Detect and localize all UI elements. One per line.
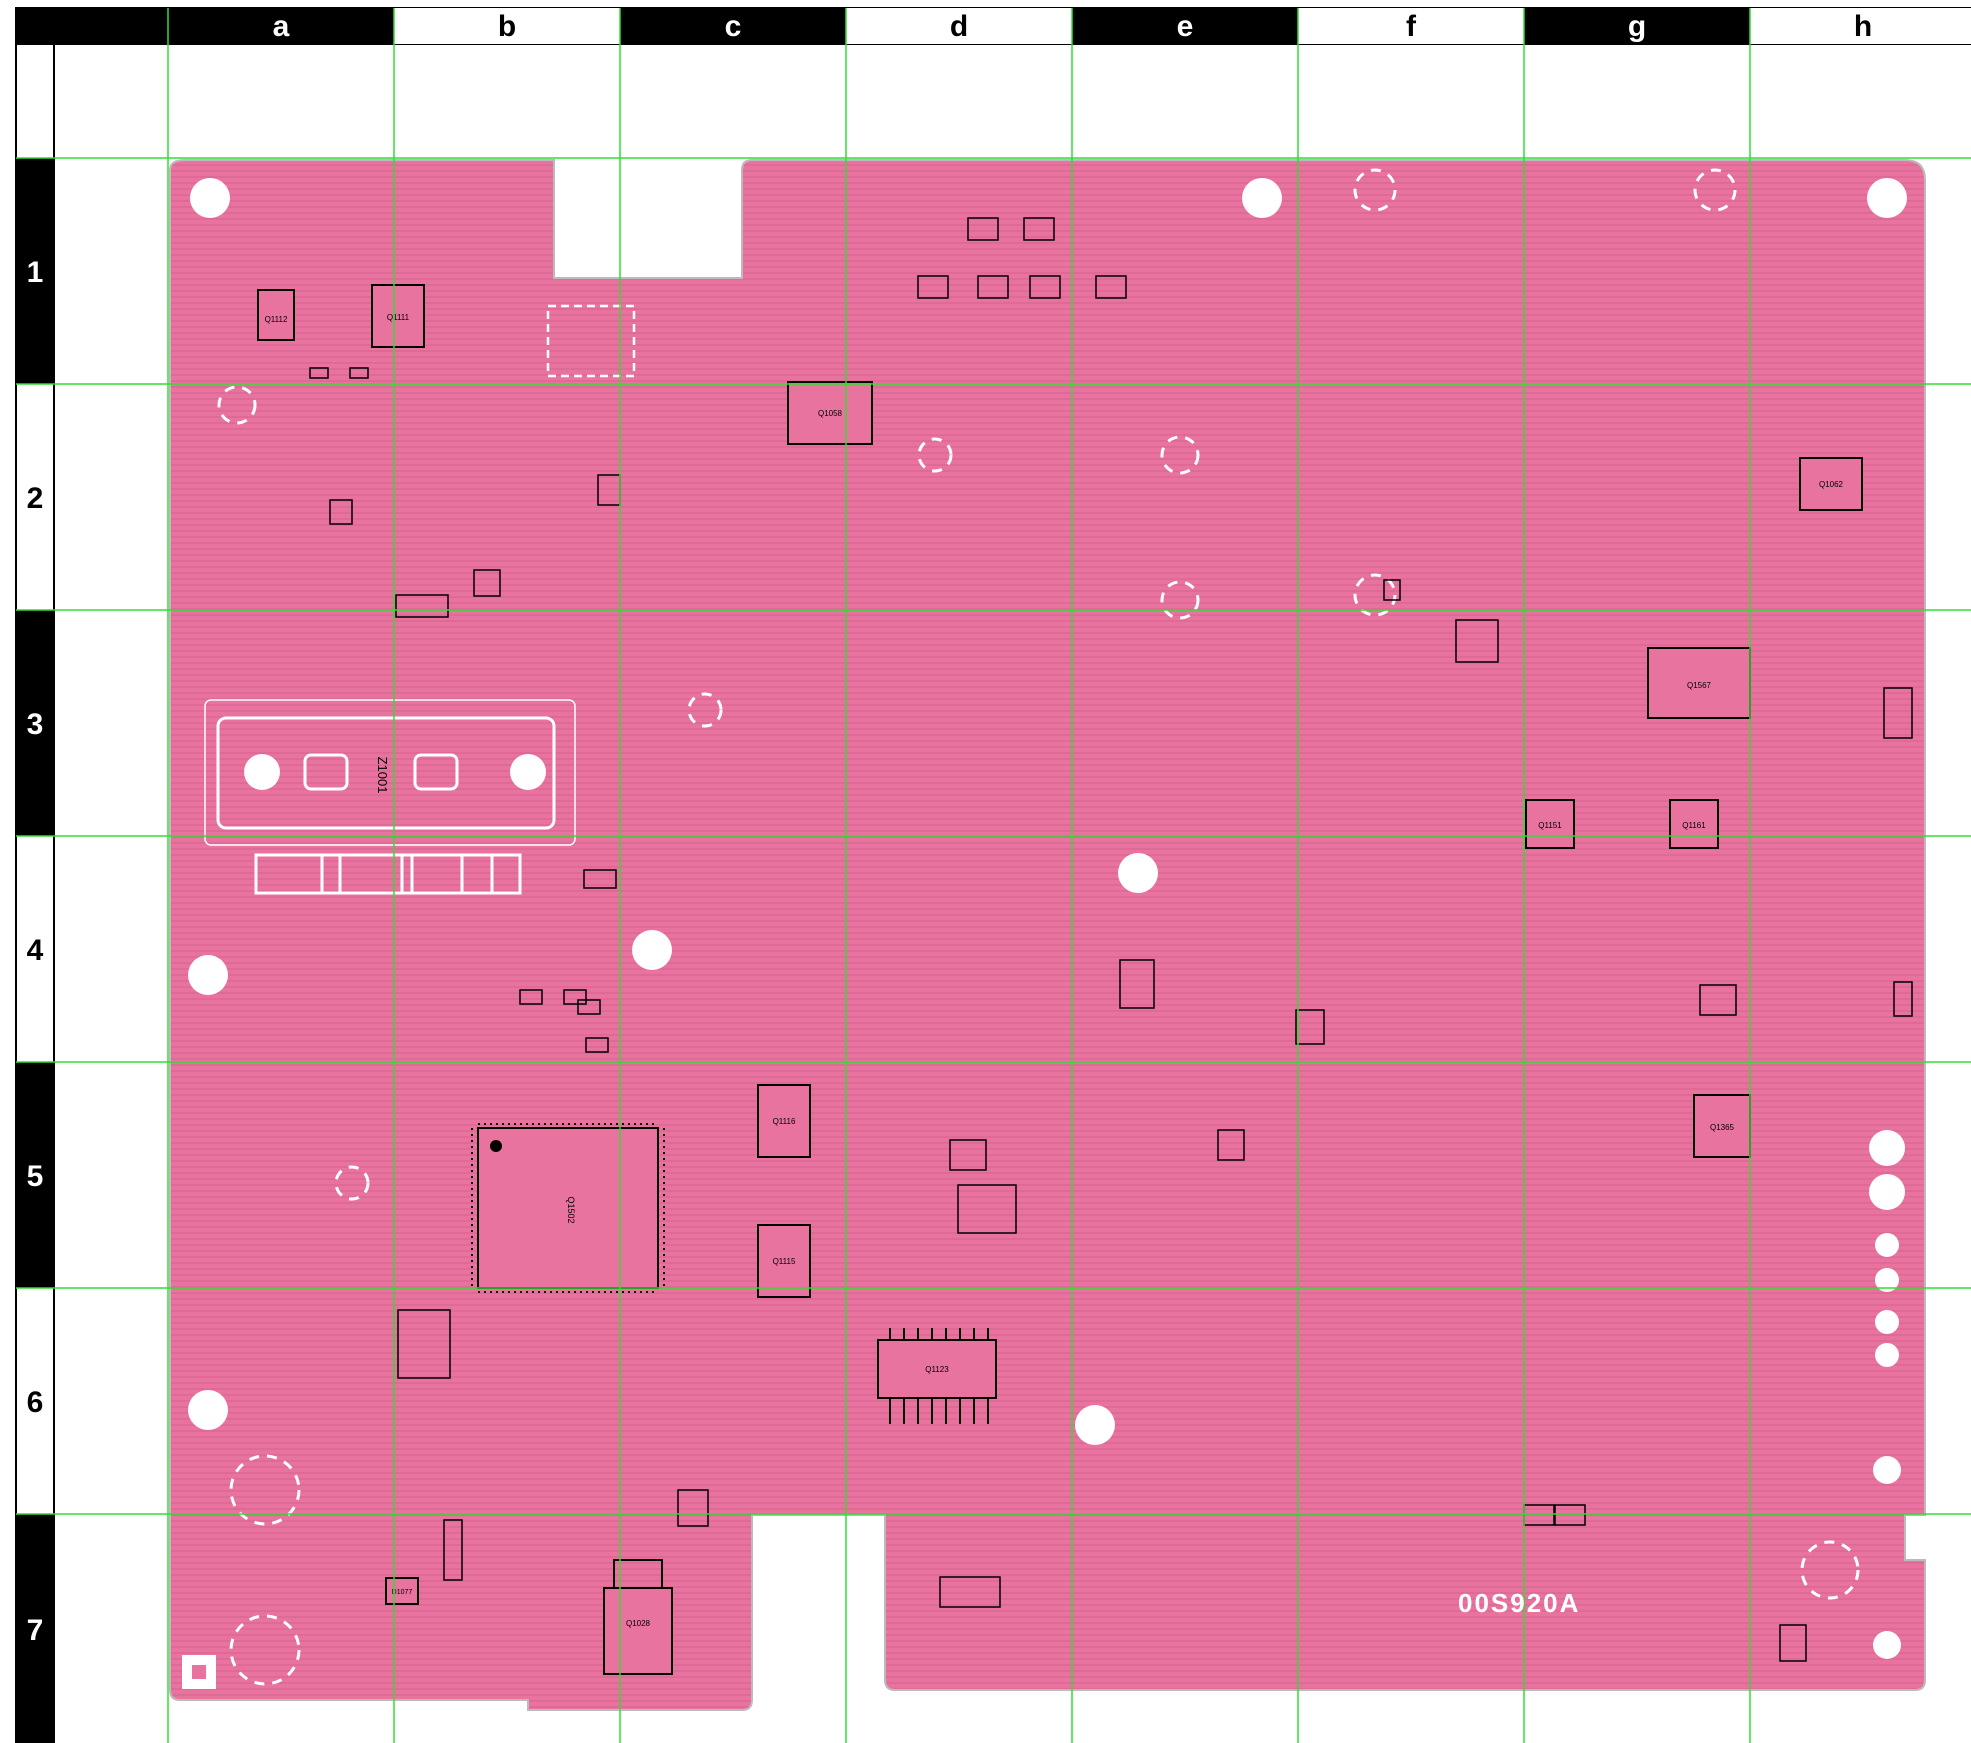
row-label-3: 3 [27,708,44,741]
row-label-1: 1 [27,256,44,289]
mounting-holes [188,178,1907,1659]
diode-d1077: D1077 [385,1577,419,1605]
row-label-4: 4 [27,934,44,967]
column-label-f: f [1406,10,1417,43]
chip-q1123: Q1123 [877,1328,997,1424]
column-label-b: b [498,10,516,43]
resistor-array [254,853,522,895]
transistor-q1028-label: Q1028 [626,1619,651,1628]
chip-q1365-label: Q1365 [1710,1123,1735,1132]
chip-q1567: Q1567 [1647,647,1751,719]
chip-q1111: Q1111 [371,284,425,348]
column-label-g: g [1628,10,1646,43]
chip-q1123-label: Q1123 [925,1365,949,1374]
filter-label: Z1001 [375,757,390,794]
chip-q1365: Q1365 [1693,1094,1751,1158]
row-label-6: 6 [27,1386,44,1419]
big-qfp-label: Q1502 [566,1196,576,1223]
dashed-footprints [217,168,1860,1686]
chip-q1112: Q1112 [257,289,295,341]
chip-q1151: Q1151 [1525,799,1575,849]
chip-q1111-label: Q1111 [387,313,410,322]
row-label-5: 5 [27,1160,44,1193]
corner-pad [182,1655,216,1689]
chip-q1058: Q1058 [787,381,873,445]
column-label-a: a [273,10,290,43]
board-id: 00S920A [1458,1588,1580,1618]
connector-top [546,304,636,378]
row-label-2: 2 [27,482,44,515]
diode-d1077-label: D1077 [392,1589,413,1596]
column-label-e: e [1177,10,1194,43]
chip-q1567-label: Q1567 [1687,681,1712,690]
column-label-c: c [725,10,742,43]
chip-q1116: Q1116 [757,1084,811,1158]
chip-q1116-label: Q1116 [773,1117,796,1126]
grid-lines [16,8,1971,1743]
chip-q1161: Q1161 [1669,799,1719,849]
chip-big-qfp: Q1502 [471,1123,665,1293]
chip-q1062-label: Q1062 [1819,480,1844,489]
column-label-d: d [950,10,968,43]
column-label-h: h [1854,10,1872,43]
chip-q1112-label: Q1112 [265,315,288,324]
transistor-q1028: Q1028 [603,1559,673,1675]
chip-q1115: Q1115 [757,1224,811,1298]
chip-q1151-label: Q1151 [1538,821,1562,830]
chip-q1161-label: Q1161 [1682,821,1706,830]
column-header-bar [15,7,1971,45]
smd-components [309,217,1913,1662]
filter-z1001: Z1001 [204,699,576,846]
row-label-7: 7 [27,1614,44,1647]
pcb-board [169,159,1926,1711]
chip-q1058-label: Q1058 [818,409,843,418]
row-header-bar [15,43,55,1743]
chip-q1115-label: Q1115 [773,1257,796,1266]
chip-q1062: Q1062 [1799,457,1863,511]
